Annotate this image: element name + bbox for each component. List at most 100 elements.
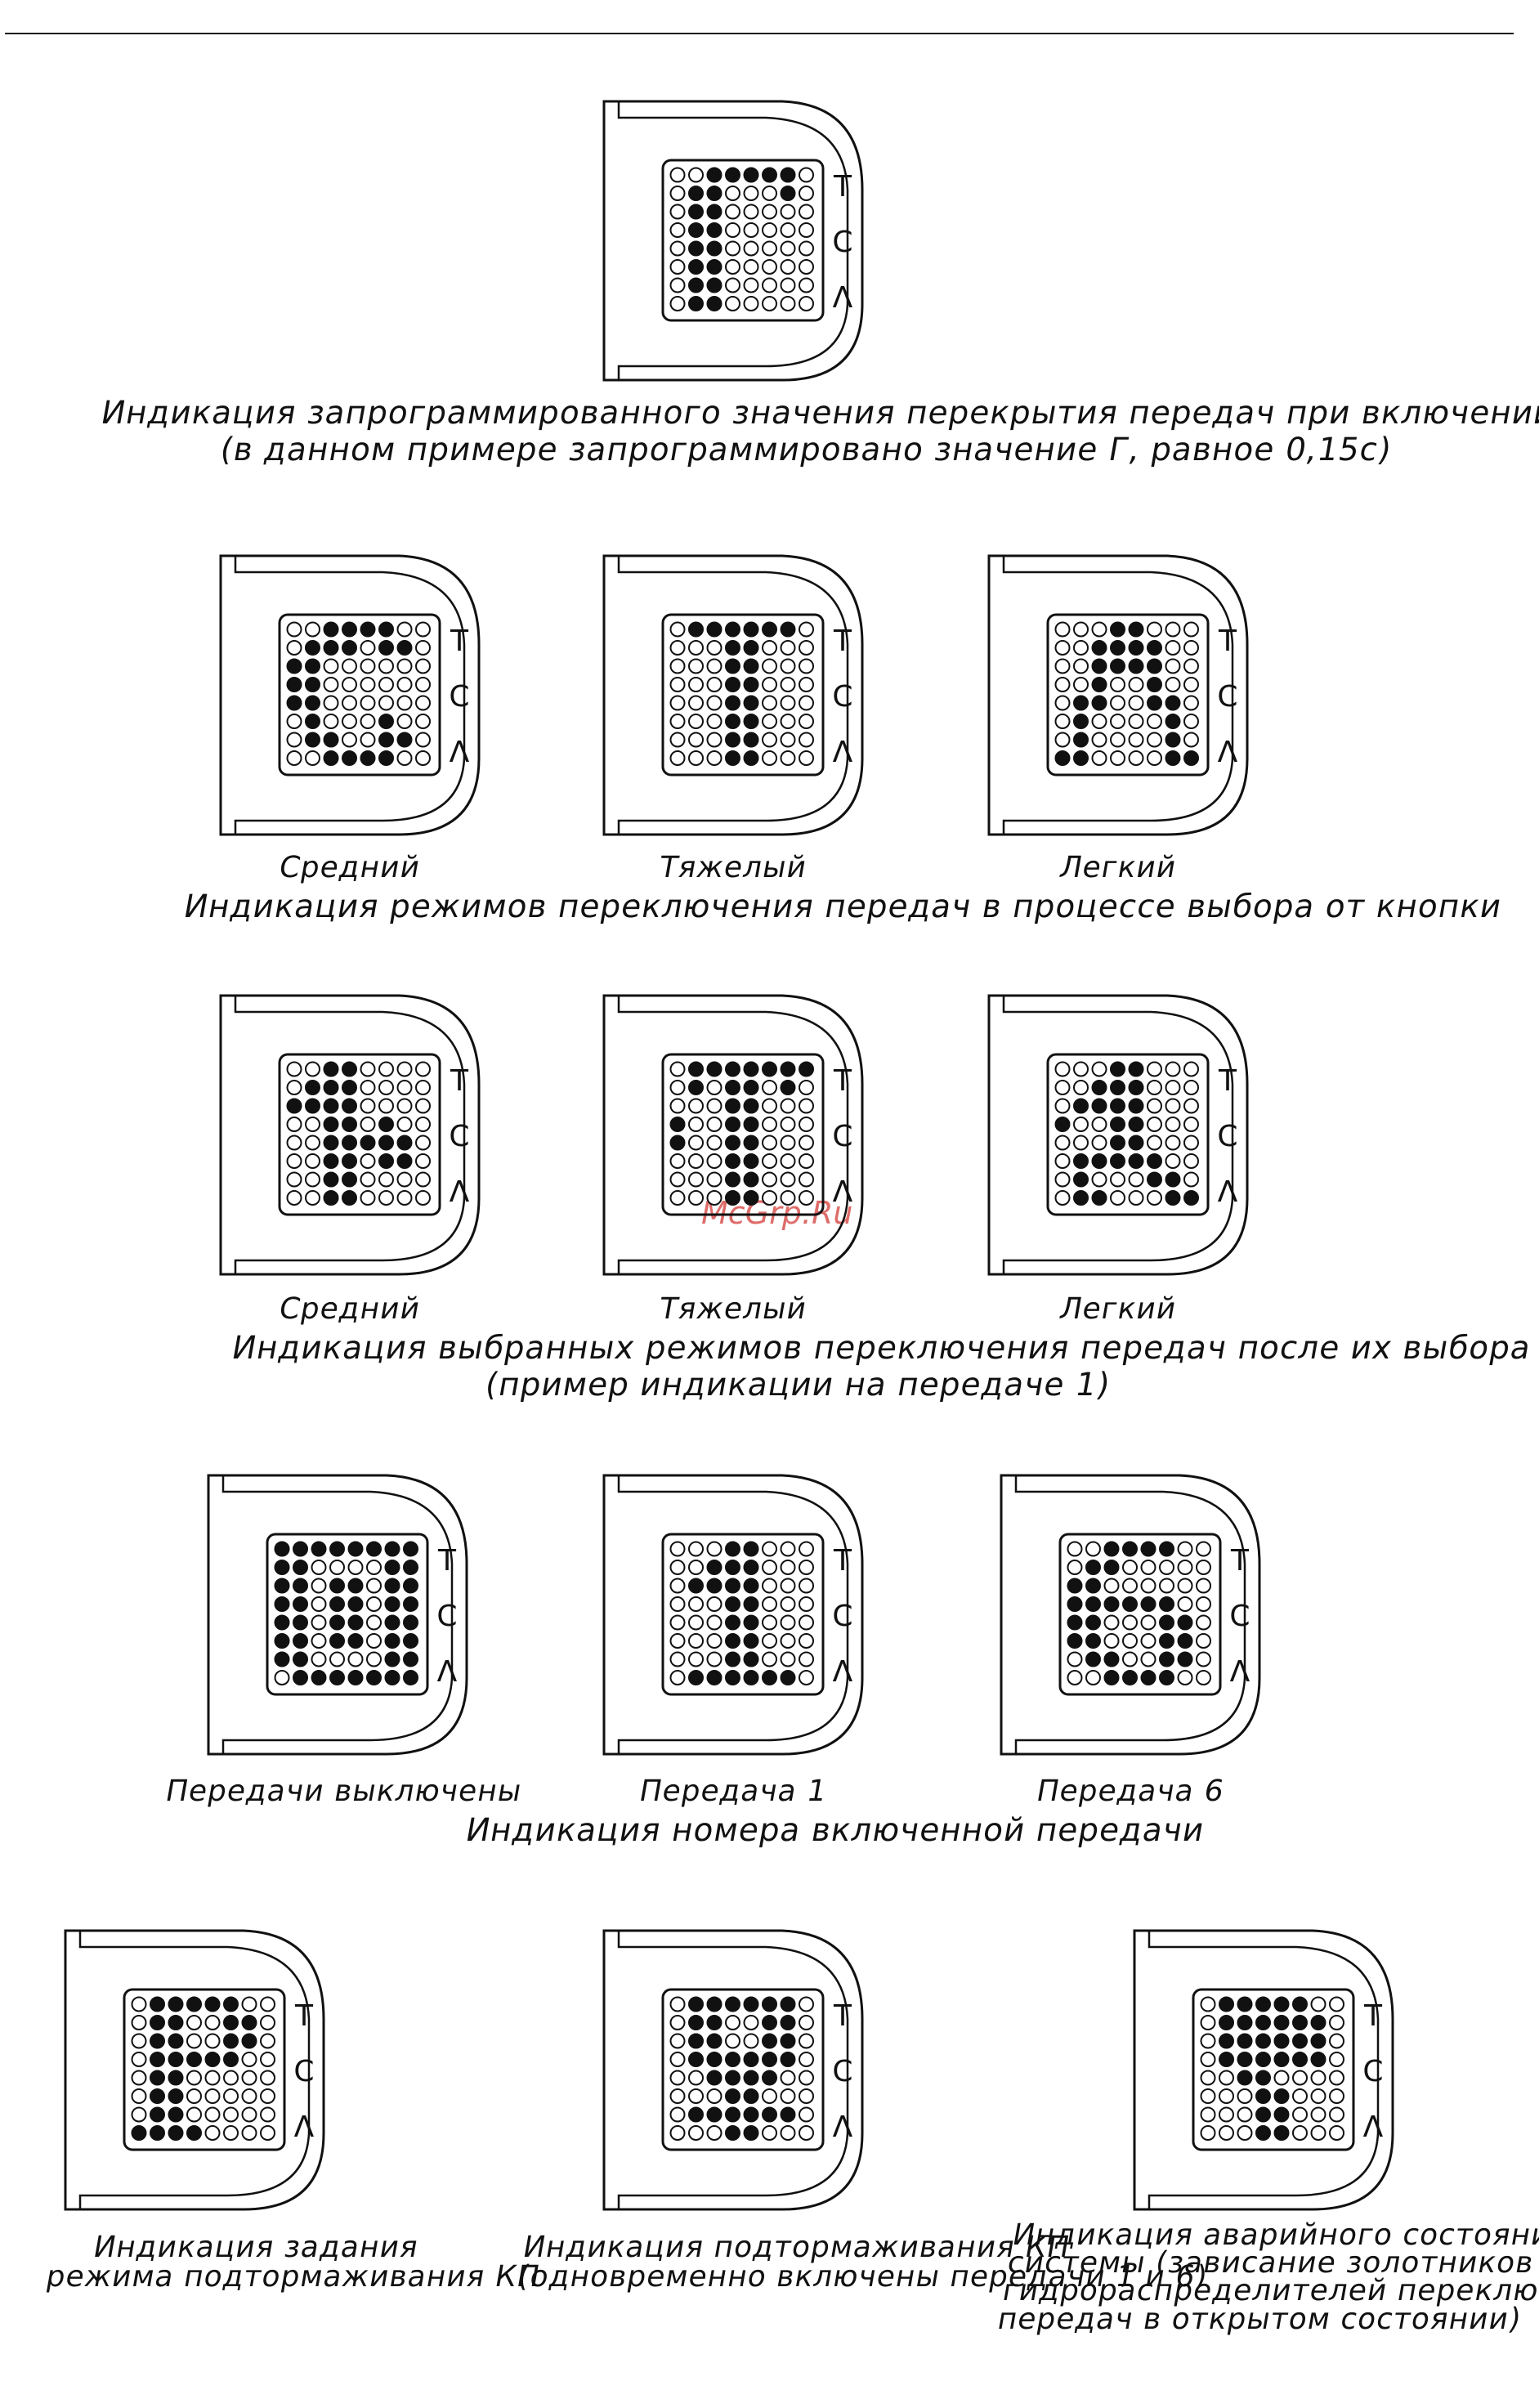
led-off xyxy=(762,732,777,748)
led-on xyxy=(743,2125,759,2141)
panel-inner-frame xyxy=(617,556,849,835)
led-off xyxy=(799,1080,814,1095)
led-off xyxy=(799,1541,814,1557)
led-off xyxy=(799,204,814,220)
led-off xyxy=(415,1117,431,1132)
led-off xyxy=(1159,1578,1174,1594)
led-off xyxy=(360,1080,376,1095)
led-off xyxy=(1073,1135,1089,1151)
led-on xyxy=(329,1670,345,1685)
indicator-panel-drawing: ТСΛ xyxy=(602,1929,864,2211)
led-on xyxy=(403,1651,418,1667)
led-on xyxy=(688,2015,704,2030)
led-on xyxy=(1067,1633,1083,1649)
led-off xyxy=(669,621,686,638)
led-off xyxy=(780,1135,796,1151)
led-on xyxy=(1273,2125,1290,2141)
figure-caption: Индикация запрограммированного значения … xyxy=(92,395,1539,469)
panel-label-line: Передача 6 xyxy=(1034,1775,1228,1808)
led-off xyxy=(1183,714,1199,729)
led-off xyxy=(1177,1560,1193,1575)
panel-letter-c: С xyxy=(449,1120,469,1153)
led-on xyxy=(1147,695,1162,711)
led-off xyxy=(799,1560,814,1575)
led-off xyxy=(1310,2088,1326,2104)
led-off xyxy=(347,1651,364,1667)
panel-letter-t: Т xyxy=(833,1999,852,2033)
panel-outline xyxy=(64,1929,325,2211)
led-off xyxy=(780,1578,796,1594)
led-on xyxy=(323,1171,339,1188)
panel-label-line: Легкий xyxy=(1057,1292,1180,1326)
led-on xyxy=(706,222,723,238)
led-off xyxy=(260,2015,275,2030)
led-off xyxy=(725,222,740,238)
panel-label-line: Средний xyxy=(276,1292,423,1326)
led-off xyxy=(1200,2033,1216,2049)
led-off xyxy=(1292,2125,1308,2141)
led-off xyxy=(1219,2088,1234,2104)
panel-label-line: Индикация подтормаживания КП xyxy=(520,2231,1073,2264)
led-on xyxy=(396,732,413,748)
panel-letter-c: С xyxy=(1217,1120,1237,1153)
led-off xyxy=(1110,1190,1125,1206)
led-off xyxy=(415,1171,431,1188)
led-off xyxy=(131,2106,147,2123)
led-off xyxy=(1073,621,1089,638)
led-off xyxy=(725,240,740,257)
led-on xyxy=(1091,1153,1107,1169)
led-on xyxy=(1183,1190,1199,1206)
led-off xyxy=(762,1135,777,1151)
led-off xyxy=(366,1596,382,1612)
led-on xyxy=(150,2088,165,2104)
panel-inner-frame xyxy=(617,1475,849,1754)
led-off xyxy=(186,2106,202,2123)
led-off xyxy=(688,750,704,766)
panel-letter-c: С xyxy=(1362,2055,1383,2088)
led-on xyxy=(706,621,723,638)
led-off xyxy=(688,732,704,748)
led-off xyxy=(1054,714,1071,729)
panel-letter-c: С xyxy=(436,1600,457,1633)
led-off xyxy=(688,1614,704,1631)
led-off xyxy=(260,2070,275,2086)
led-off xyxy=(762,1190,777,1206)
led-off xyxy=(204,2070,221,2086)
led-on xyxy=(1255,2106,1271,2123)
led-on xyxy=(366,1670,382,1685)
led-off xyxy=(669,259,686,275)
led-off xyxy=(1054,1135,1071,1151)
figure-caption-line: (в данном примере запрограммировано знач… xyxy=(217,431,1395,468)
panel-letter-lambda: Λ xyxy=(1363,2110,1384,2144)
led-on xyxy=(725,2088,740,2104)
led-on xyxy=(743,640,759,656)
led-off xyxy=(669,658,686,674)
led-off xyxy=(1122,1560,1138,1575)
led-off xyxy=(347,1560,364,1575)
led-matrix-window xyxy=(1192,1988,1355,2151)
led-on xyxy=(403,1578,418,1594)
panel-label-line: Передача 1 xyxy=(637,1775,830,1808)
panel-inner-frame xyxy=(1014,1475,1246,1754)
led-off xyxy=(396,714,413,729)
led-on xyxy=(1110,658,1125,674)
led-off xyxy=(1091,714,1107,729)
led-on xyxy=(1255,2033,1271,2049)
led-off xyxy=(1292,2106,1308,2123)
led-on xyxy=(743,1061,759,1077)
led-off xyxy=(1177,1541,1193,1557)
led-on xyxy=(1091,1098,1107,1114)
led-on xyxy=(743,677,759,692)
led-off xyxy=(1140,1633,1156,1649)
led-off xyxy=(241,2125,257,2141)
panel-inner-frame xyxy=(1002,996,1234,1274)
figure-caption-line: Индикация режимов переключения передач в… xyxy=(181,888,1505,925)
led-off xyxy=(311,1560,327,1575)
led-off xyxy=(1329,2106,1344,2123)
led-off xyxy=(1329,2052,1344,2067)
led-off xyxy=(1200,2125,1216,2141)
led-on xyxy=(293,1541,308,1557)
led-on xyxy=(396,1153,413,1169)
led-off xyxy=(762,296,777,311)
